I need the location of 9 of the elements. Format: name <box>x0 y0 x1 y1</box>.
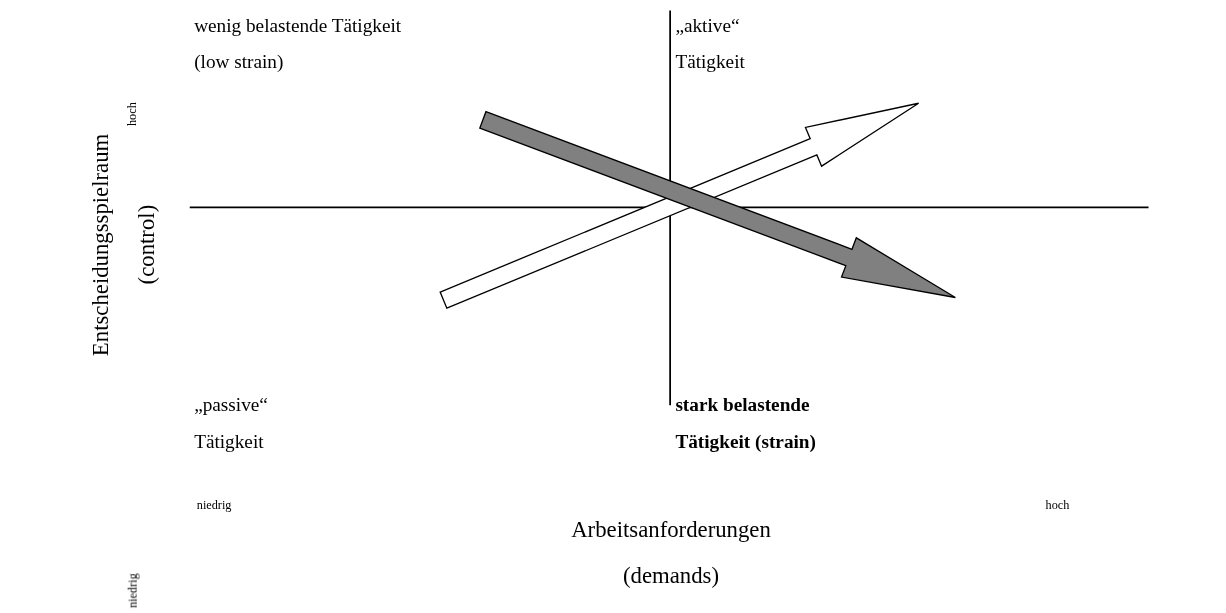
axis-title: Arbeitsanforderungen (demands) <box>570 516 772 590</box>
quadrant-label: „passive“ Tätigkeit <box>194 392 269 455</box>
axis-tick-label: niedrig <box>124 572 141 610</box>
axis-tick-label: niedrig <box>196 497 232 514</box>
axis-tick-label: hoch <box>124 100 140 128</box>
axis-tick-label: hoch <box>1045 497 1070 514</box>
quadrant-label: „aktive“ Tätigkeit <box>675 13 746 75</box>
quadrant-label: stark belastende Tätigkeit (strain) <box>675 392 817 455</box>
quadrant-label: wenig belastende Tätigkeit (low strain) <box>194 13 403 75</box>
